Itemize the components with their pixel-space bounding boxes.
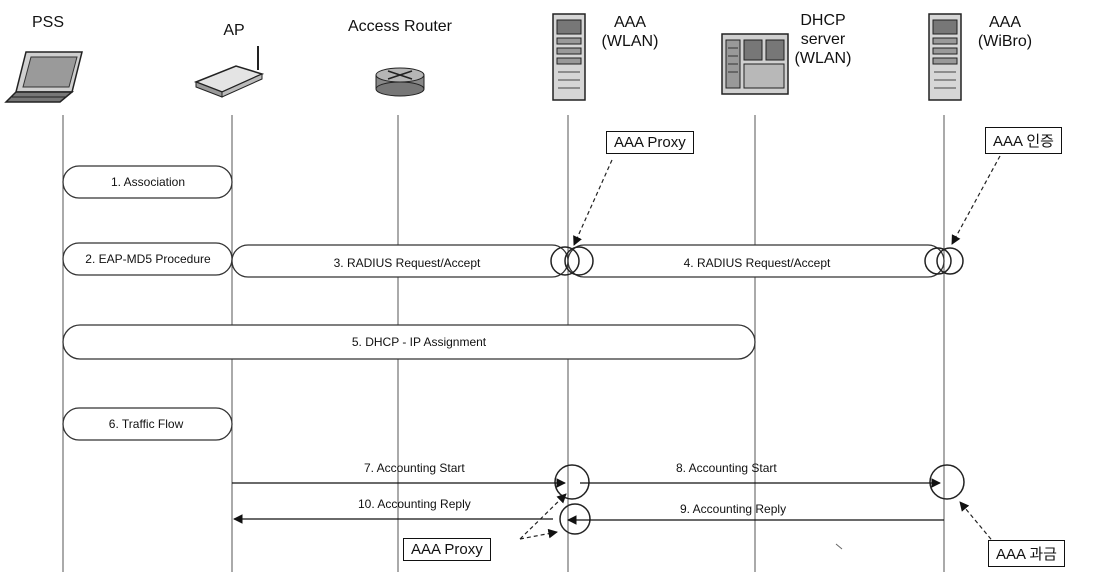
entity-aaa-wlan-label: AAA (WLAN) [592,13,668,51]
pointer-auth [951,155,1001,245]
step-4-label: 4. RADIUS Request/Accept [683,256,831,270]
callout-aaa-proxy-bottom: AAA Proxy [403,538,491,561]
step-6-label: 6. Traffic Flow [108,417,184,431]
oval-step-5 [62,324,756,360]
accounting-circle-wlan-1 [554,464,590,500]
entity-aaa-wlan-line1: AAA [613,14,646,31]
proxy-circle-right [564,246,594,276]
callout-aaa-auth: AAA 인증 [985,127,1062,154]
entity-aaa-wibro-line1: AAA [988,14,1021,31]
step-9-label: 9. Accounting Reply [680,502,787,516]
server-icon-aaa-wibro [928,13,962,101]
entity-dhcp-line2: server [800,31,846,48]
router-icon [375,67,425,97]
pointer-proxy-top [573,159,613,246]
callout-aaa-proxy-top: AAA Proxy [606,131,694,154]
entity-dhcp-line3: (WLAN) [794,50,852,67]
entity-aaa-wlan-line2: (WLAN) [601,33,659,50]
oval-step-1 [62,165,233,199]
proxy-circle-left [550,246,580,276]
entity-router-label: Access Router [347,18,453,35]
step-8-label: 8. Accounting Start [676,461,777,475]
laptop-icon [4,51,83,103]
step-3-label: 3. RADIUS Request/Accept [333,256,481,270]
pointer-proxy-bottom-2 [519,528,558,540]
accounting-circle-wibro [929,464,965,500]
callout-aaa-billing: AAA 과금 [988,540,1065,567]
entity-aaa-wibro-line2: (WiBro) [977,33,1033,50]
entity-dhcp-line1: DHCP [800,12,846,29]
auth-circle-right [936,247,964,275]
step-5-label: 5. DHCP - IP Assignment [351,335,487,349]
entity-pss-label: PSS [31,14,64,31]
entity-dhcp-label: DHCP server (WLAN) [785,11,861,68]
dash-mark [835,543,843,550]
step-1-label: 1. Association [110,175,186,189]
step-10-label: 10. Accounting Reply [358,497,471,511]
accounting-circle-wlan-2 [559,503,591,535]
access-point-icon [193,46,265,98]
auth-circle-left [924,247,952,275]
oval-step-6 [62,407,233,441]
entity-ap-label: AP [223,22,245,39]
entity-aaa-wibro-label: AAA (WiBro) [968,13,1042,51]
oval-step-4 [567,244,945,278]
step-7-label: 7. Accounting Start [364,461,465,475]
pointer-proxy-bottom-1 [519,493,567,540]
server-icon-aaa-wlan [552,13,586,101]
server-icon-dhcp [721,33,789,95]
step-2-label: 2. EAP-MD5 Procedure [85,252,211,266]
